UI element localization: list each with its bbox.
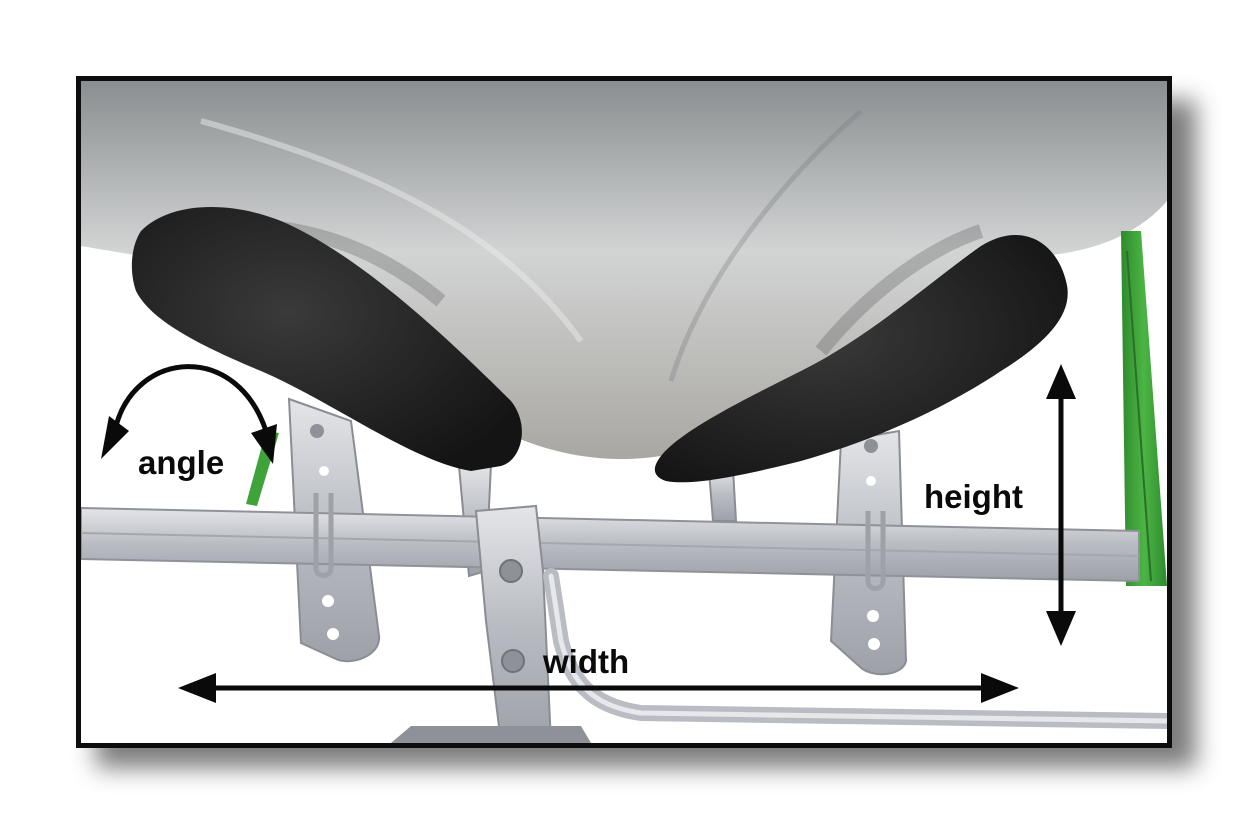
central-mount (474, 504, 553, 743)
width-label: width (543, 643, 630, 680)
vertical-double-arrow-icon (1046, 364, 1076, 646)
kayak-cradle-photo (81, 81, 1167, 743)
strap-right (1121, 231, 1167, 586)
base-shadow (391, 726, 591, 743)
height-label: height (924, 478, 1023, 515)
angle-label: angle (138, 444, 225, 481)
u-bolt-right (865, 511, 886, 591)
horizontal-double-arrow-icon (178, 673, 1019, 703)
foam-pad-left (131, 207, 522, 472)
curved-double-arrow-icon (101, 364, 277, 464)
crossbar (81, 506, 1140, 583)
u-bolt-left (313, 493, 334, 578)
photo-frame: angle height width (76, 76, 1172, 748)
foam-pad-right (654, 234, 1068, 483)
